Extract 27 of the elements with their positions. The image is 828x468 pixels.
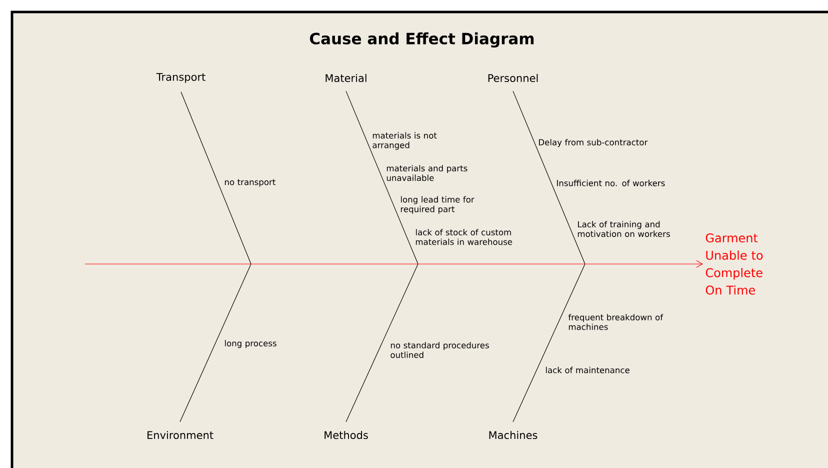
- cause-label: frequent breakdown of machines: [568, 314, 664, 330]
- category-label: Machines: [489, 430, 538, 440]
- category-label: Transport: [156, 73, 206, 83]
- bone-line: [180, 264, 252, 422]
- bone-line: [180, 92, 252, 264]
- cause-label: materials and parts unavailable: [386, 164, 468, 181]
- bone-line: [346, 90, 418, 264]
- effect-label: Garment Unable to Complete On Time: [706, 233, 763, 295]
- cause-label: lack of stock of custom materials in warehouse: [416, 228, 512, 245]
- bone-line: [512, 90, 586, 264]
- cause-label: Lack of training and motivation on workers: [578, 220, 670, 237]
- title: Cause and Effect Diagram: [310, 32, 534, 48]
- cause-label: lack of maintenance: [546, 366, 630, 374]
- category-label: Methods: [324, 430, 368, 440]
- cause-label: long process: [225, 340, 276, 348]
- cause-label: no transport: [224, 179, 276, 187]
- category-label: Material: [326, 74, 366, 82]
- category-label: Environment: [148, 430, 214, 440]
- bone-line: [346, 264, 418, 422]
- category-label: Personnel: [488, 74, 538, 82]
- cause-label: no standard procedures outlined: [390, 342, 489, 358]
- bone-line: [512, 264, 586, 422]
- spine-arrow: [84, 260, 703, 268]
- cause-label: Insufficient no. of workers: [557, 180, 665, 186]
- cause-label: materials is not arranged: [372, 132, 437, 150]
- cause-label: long lead time for required part: [400, 196, 474, 214]
- cause-label: Delay from sub-contractor: [539, 138, 648, 147]
